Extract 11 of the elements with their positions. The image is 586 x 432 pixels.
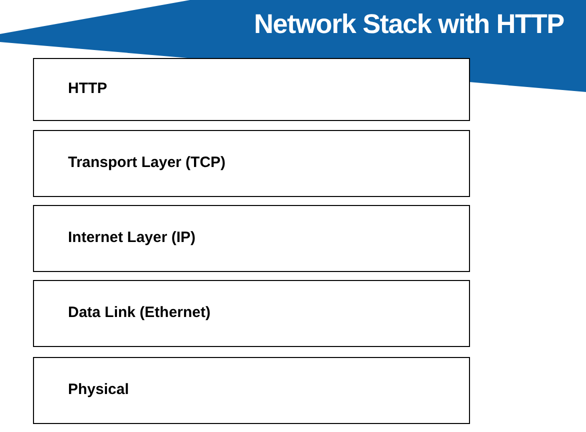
layer-box <box>33 130 470 197</box>
layer-box <box>33 58 470 121</box>
layer-label: Physical <box>68 380 130 400</box>
layer-label: Data Link (Ethernet) <box>68 303 212 324</box>
layer-label: Transport Layer (TCP) <box>68 153 227 174</box>
layer-label: HTTP <box>68 79 108 100</box>
layer-label: Internet Layer (IP) <box>68 228 197 248</box>
layer-box <box>33 357 470 424</box>
title: Network Stack with HTTP <box>254 8 564 41</box>
layer-box <box>33 205 470 272</box>
layer-box <box>33 280 470 347</box>
